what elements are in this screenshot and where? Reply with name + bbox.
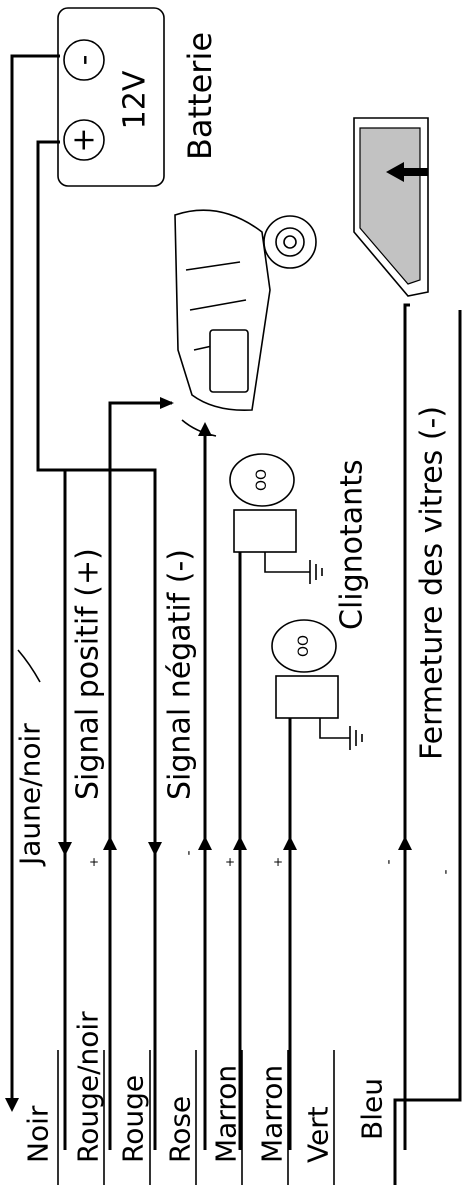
clignotant-2-socket	[275, 675, 339, 719]
battery-label: Batterie	[181, 32, 219, 160]
window-close-arrow-icon	[386, 162, 428, 182]
label-marron-1: Marron	[210, 1065, 243, 1163]
label-rouge-noir: Rouge/noir	[72, 1011, 105, 1163]
wire-jaune-noir-path	[36, 140, 67, 1150]
battery-plus-terminal	[63, 119, 105, 161]
arrow-jaune-noir	[58, 842, 72, 856]
wire-noir-path	[10, 54, 60, 1105]
battery: - + 12V Batterie	[57, 7, 219, 187]
arrow-rose	[198, 836, 212, 850]
wires	[10, 54, 462, 1185]
polarity-marks: + - + + - -	[89, 850, 454, 874]
polarity-bleu: -	[438, 869, 454, 874]
clignotant-1-ground	[309, 560, 323, 584]
clignotant-1-socket	[233, 509, 297, 553]
battery-voltage: 12V	[118, 70, 153, 129]
battery-minus-sign: -	[67, 55, 102, 66]
scribble-mark	[17, 649, 41, 683]
wire-vert-path	[403, 303, 410, 1150]
clignotant-2: OO	[271, 619, 363, 750]
clignotant-1-bulb	[229, 453, 295, 507]
battery-plus-sign: +	[67, 127, 102, 152]
clignotant-1-filament: OO	[254, 469, 270, 491]
label-noir: Noir	[22, 1105, 55, 1163]
label-vert: Vert	[302, 1106, 335, 1163]
label-dividers	[57, 1050, 335, 1185]
clignotant-1: OO	[229, 453, 323, 584]
arrow-rouge-noir-car	[160, 397, 174, 409]
arrow-vert	[398, 836, 412, 850]
polarity-rose: -	[181, 850, 197, 855]
label-rose: Rose	[164, 1096, 197, 1163]
polarity-marron-2: +	[273, 855, 283, 869]
label-bleu: Bleu	[356, 1078, 389, 1140]
clignotant-2-filament: OO	[296, 635, 312, 657]
arrow-noir	[5, 1098, 19, 1112]
label-fermeture-vitres: Fermeture des vitres (-)	[415, 406, 450, 760]
polarity-vert: -	[381, 859, 397, 864]
label-signal-negatif: Signal négatif (-)	[163, 549, 198, 800]
label-marron-2: Marron	[256, 1065, 289, 1163]
arrow-marron-2	[283, 836, 297, 850]
battery-minus-terminal	[63, 39, 105, 81]
wire-rouge-path	[40, 468, 157, 1150]
polarity-rouge-noir: +	[89, 855, 99, 869]
polarity-marron-1: +	[225, 855, 235, 869]
clignotant-2-bulb	[271, 619, 337, 673]
label-clignotants: Clignotants	[335, 459, 370, 630]
label-signal-positif: Signal positif (+)	[71, 548, 106, 800]
labels: Jaune/noir Signal positif (+) Signal nég…	[14, 406, 450, 1163]
label-jaune-noir: Jaune/noir	[14, 723, 47, 867]
wire-rouge-noir-path	[108, 401, 172, 1150]
window-icon	[353, 117, 429, 297]
arrows	[5, 397, 412, 1112]
arrow-rouge-noir	[103, 836, 117, 850]
wire-bleu-path	[393, 310, 462, 1185]
window-glass	[359, 127, 421, 285]
clignotant-2-ground	[349, 726, 363, 750]
label-rouge: Rouge	[117, 1075, 150, 1163]
arrow-marron-1	[233, 836, 247, 850]
arrow-rouge	[148, 842, 162, 856]
car-door-icon	[174, 209, 317, 437]
